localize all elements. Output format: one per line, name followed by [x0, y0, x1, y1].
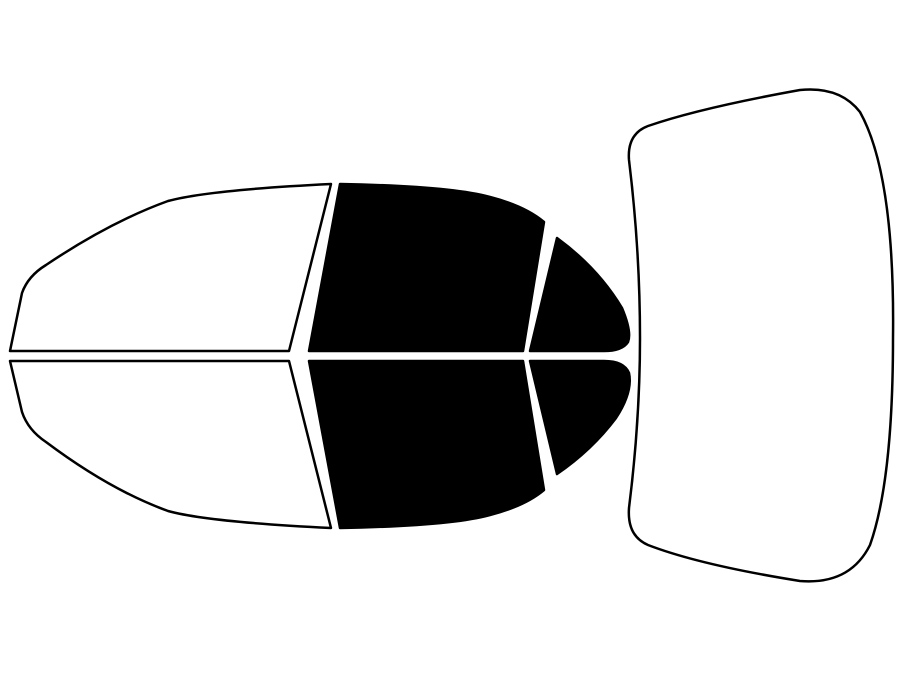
front-door-window-bottom — [8, 359, 333, 530]
quarter-window-bottom — [528, 359, 631, 476]
rear-door-window-top — [307, 182, 546, 353]
quarter-window-top — [528, 236, 631, 353]
rear-window — [627, 88, 895, 583]
front-door-window-top — [8, 182, 333, 353]
rear-door-window-bottom — [307, 359, 546, 530]
